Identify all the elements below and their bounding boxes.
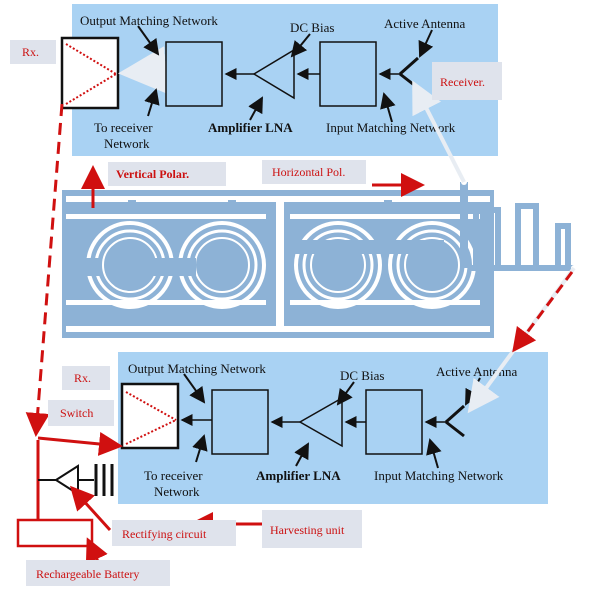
- pcb-stub: [228, 200, 236, 214]
- bottom-rx-dotted-line: [125, 419, 177, 445]
- pcb-stub: [368, 305, 376, 325]
- harvesting-text: Harvesting unit: [270, 523, 345, 537]
- top-pointer-arrow: [418, 29, 434, 58]
- pcb-feed-pad: [70, 258, 100, 276]
- horizontal-text: Horizontal Pol.: [272, 165, 345, 179]
- bottom-to-receiver-label: To receiver: [144, 468, 203, 483]
- vertical-text: Vertical Polar.: [116, 167, 189, 181]
- pcb-feed-line: [294, 240, 444, 254]
- label-vertical: Vertical Polar.: [108, 162, 226, 186]
- bottom-pointer-arrow: [336, 381, 355, 406]
- top-rx-dotted-line: [65, 73, 117, 105]
- top-input-matching-label: Input Matching Network: [326, 120, 456, 135]
- label-box: [10, 40, 56, 64]
- switch-text: Switch: [60, 406, 93, 420]
- bottom-pointer-arrow: [294, 442, 309, 467]
- label-switch: Switch: [48, 400, 114, 426]
- bottom-active-antenna-label: Active Antenna: [436, 364, 517, 379]
- switch-line: [37, 432, 123, 456]
- top-rx-box: [60, 36, 120, 110]
- top-amplifier-triangle: [252, 48, 295, 100]
- bottom-network-label: Network: [154, 484, 200, 499]
- label-horizontal: Horizontal Pol.: [262, 160, 366, 184]
- top-receiver-panel: Output Matching Network DC Bias Active A…: [60, 4, 498, 156]
- rectifying-text: Rectifying circuit: [122, 527, 207, 541]
- label-rx-bottom: Rx.: [62, 366, 110, 390]
- label-rectifying: Rectifying circuit: [112, 520, 236, 546]
- pcb-stub: [128, 200, 136, 214]
- label-box: [48, 400, 114, 426]
- antenna-pcb-layout: [62, 179, 577, 338]
- pcb-stub: [384, 200, 392, 214]
- pcb-stub: [158, 305, 166, 325]
- bottom-amplifier-triangle: [298, 396, 343, 448]
- rectifying-arrow: [69, 485, 112, 532]
- top-output-matching-label: Output Matching Network: [80, 13, 218, 28]
- label-box: [112, 520, 236, 546]
- pcb-feed-vertical: [460, 182, 468, 268]
- top-pointer-arrow: [380, 92, 396, 123]
- label-receiver: Receiver.: [432, 62, 502, 100]
- top-to-receiver-label: To receiver: [94, 120, 153, 135]
- pcb-trace: [290, 300, 480, 305]
- label-box: [262, 160, 366, 184]
- bottom-pointer-arrow: [192, 434, 208, 463]
- pcb-trace-bottom: [66, 326, 490, 332]
- bottom-dc-bias-label: DC Bias: [340, 368, 384, 383]
- top-pointer-arrow: [248, 96, 263, 121]
- label-battery: Rechargeable Battery: [26, 560, 170, 586]
- bottom-rx-dotted-line: [125, 391, 177, 421]
- label-box: [108, 162, 226, 186]
- top-pointer-arrow: [144, 88, 160, 117]
- pcb-trace: [66, 300, 266, 305]
- bottom-pointer-arrow: [426, 438, 442, 469]
- top-amplifier-label: Amplifier LNA: [208, 120, 293, 135]
- top-input-matching-block: [319, 41, 377, 107]
- harvest-dashed-link: [512, 271, 574, 353]
- rx-top-text: Rx.: [22, 45, 39, 59]
- bottom-input-matching-label: Input Matching Network: [374, 468, 504, 483]
- label-box: [26, 560, 170, 586]
- label-rx-top: Rx.: [10, 40, 56, 64]
- rx-bottom-text: Rx.: [74, 371, 91, 385]
- top-active-antenna-label: Active Antenna: [384, 16, 465, 31]
- label-box: [262, 510, 362, 548]
- top-rx-dotted-line: [65, 43, 117, 75]
- label-box: [432, 62, 502, 100]
- bottom-amplifier-label: Amplifier LNA: [256, 468, 341, 483]
- bottom-pointer-arrow: [183, 373, 206, 404]
- pcb-trace-top: [66, 196, 490, 202]
- top-network-label: Network: [104, 136, 150, 151]
- pcb-feed-pad: [146, 258, 196, 276]
- top-dc-bias-label: DC Bias: [290, 20, 334, 35]
- rx-dashed-link: [25, 103, 64, 437]
- pcb-ring-resonator: [294, 221, 382, 309]
- bottom-antenna-icon: [445, 404, 465, 438]
- pcb-trace: [290, 214, 480, 219]
- top-output-arrow: [118, 46, 168, 94]
- label-box: [62, 366, 110, 390]
- bottom-output-matching-label: Output Matching Network: [128, 361, 266, 376]
- battery-text: Rechargeable Battery: [36, 567, 139, 581]
- pcb-trace: [66, 214, 266, 219]
- top-pointer-arrow: [290, 33, 311, 58]
- bottom-output-matching-block: [211, 389, 269, 455]
- bottom-input-matching-block: [365, 389, 423, 455]
- receiver-feed-arrow: [412, 80, 466, 183]
- pcb-meander-antenna: [473, 203, 571, 271]
- label-harvesting: Harvesting unit: [262, 510, 362, 548]
- top-pointer-arrow: [137, 25, 160, 56]
- top-output-matching-block: [165, 41, 223, 107]
- battery-icon: [16, 518, 94, 548]
- bottom-receiver-panel: Output Matching Network DC Bias Active A…: [118, 352, 548, 504]
- pcb-divider: [276, 202, 284, 326]
- receiver-text: Receiver.: [440, 75, 485, 89]
